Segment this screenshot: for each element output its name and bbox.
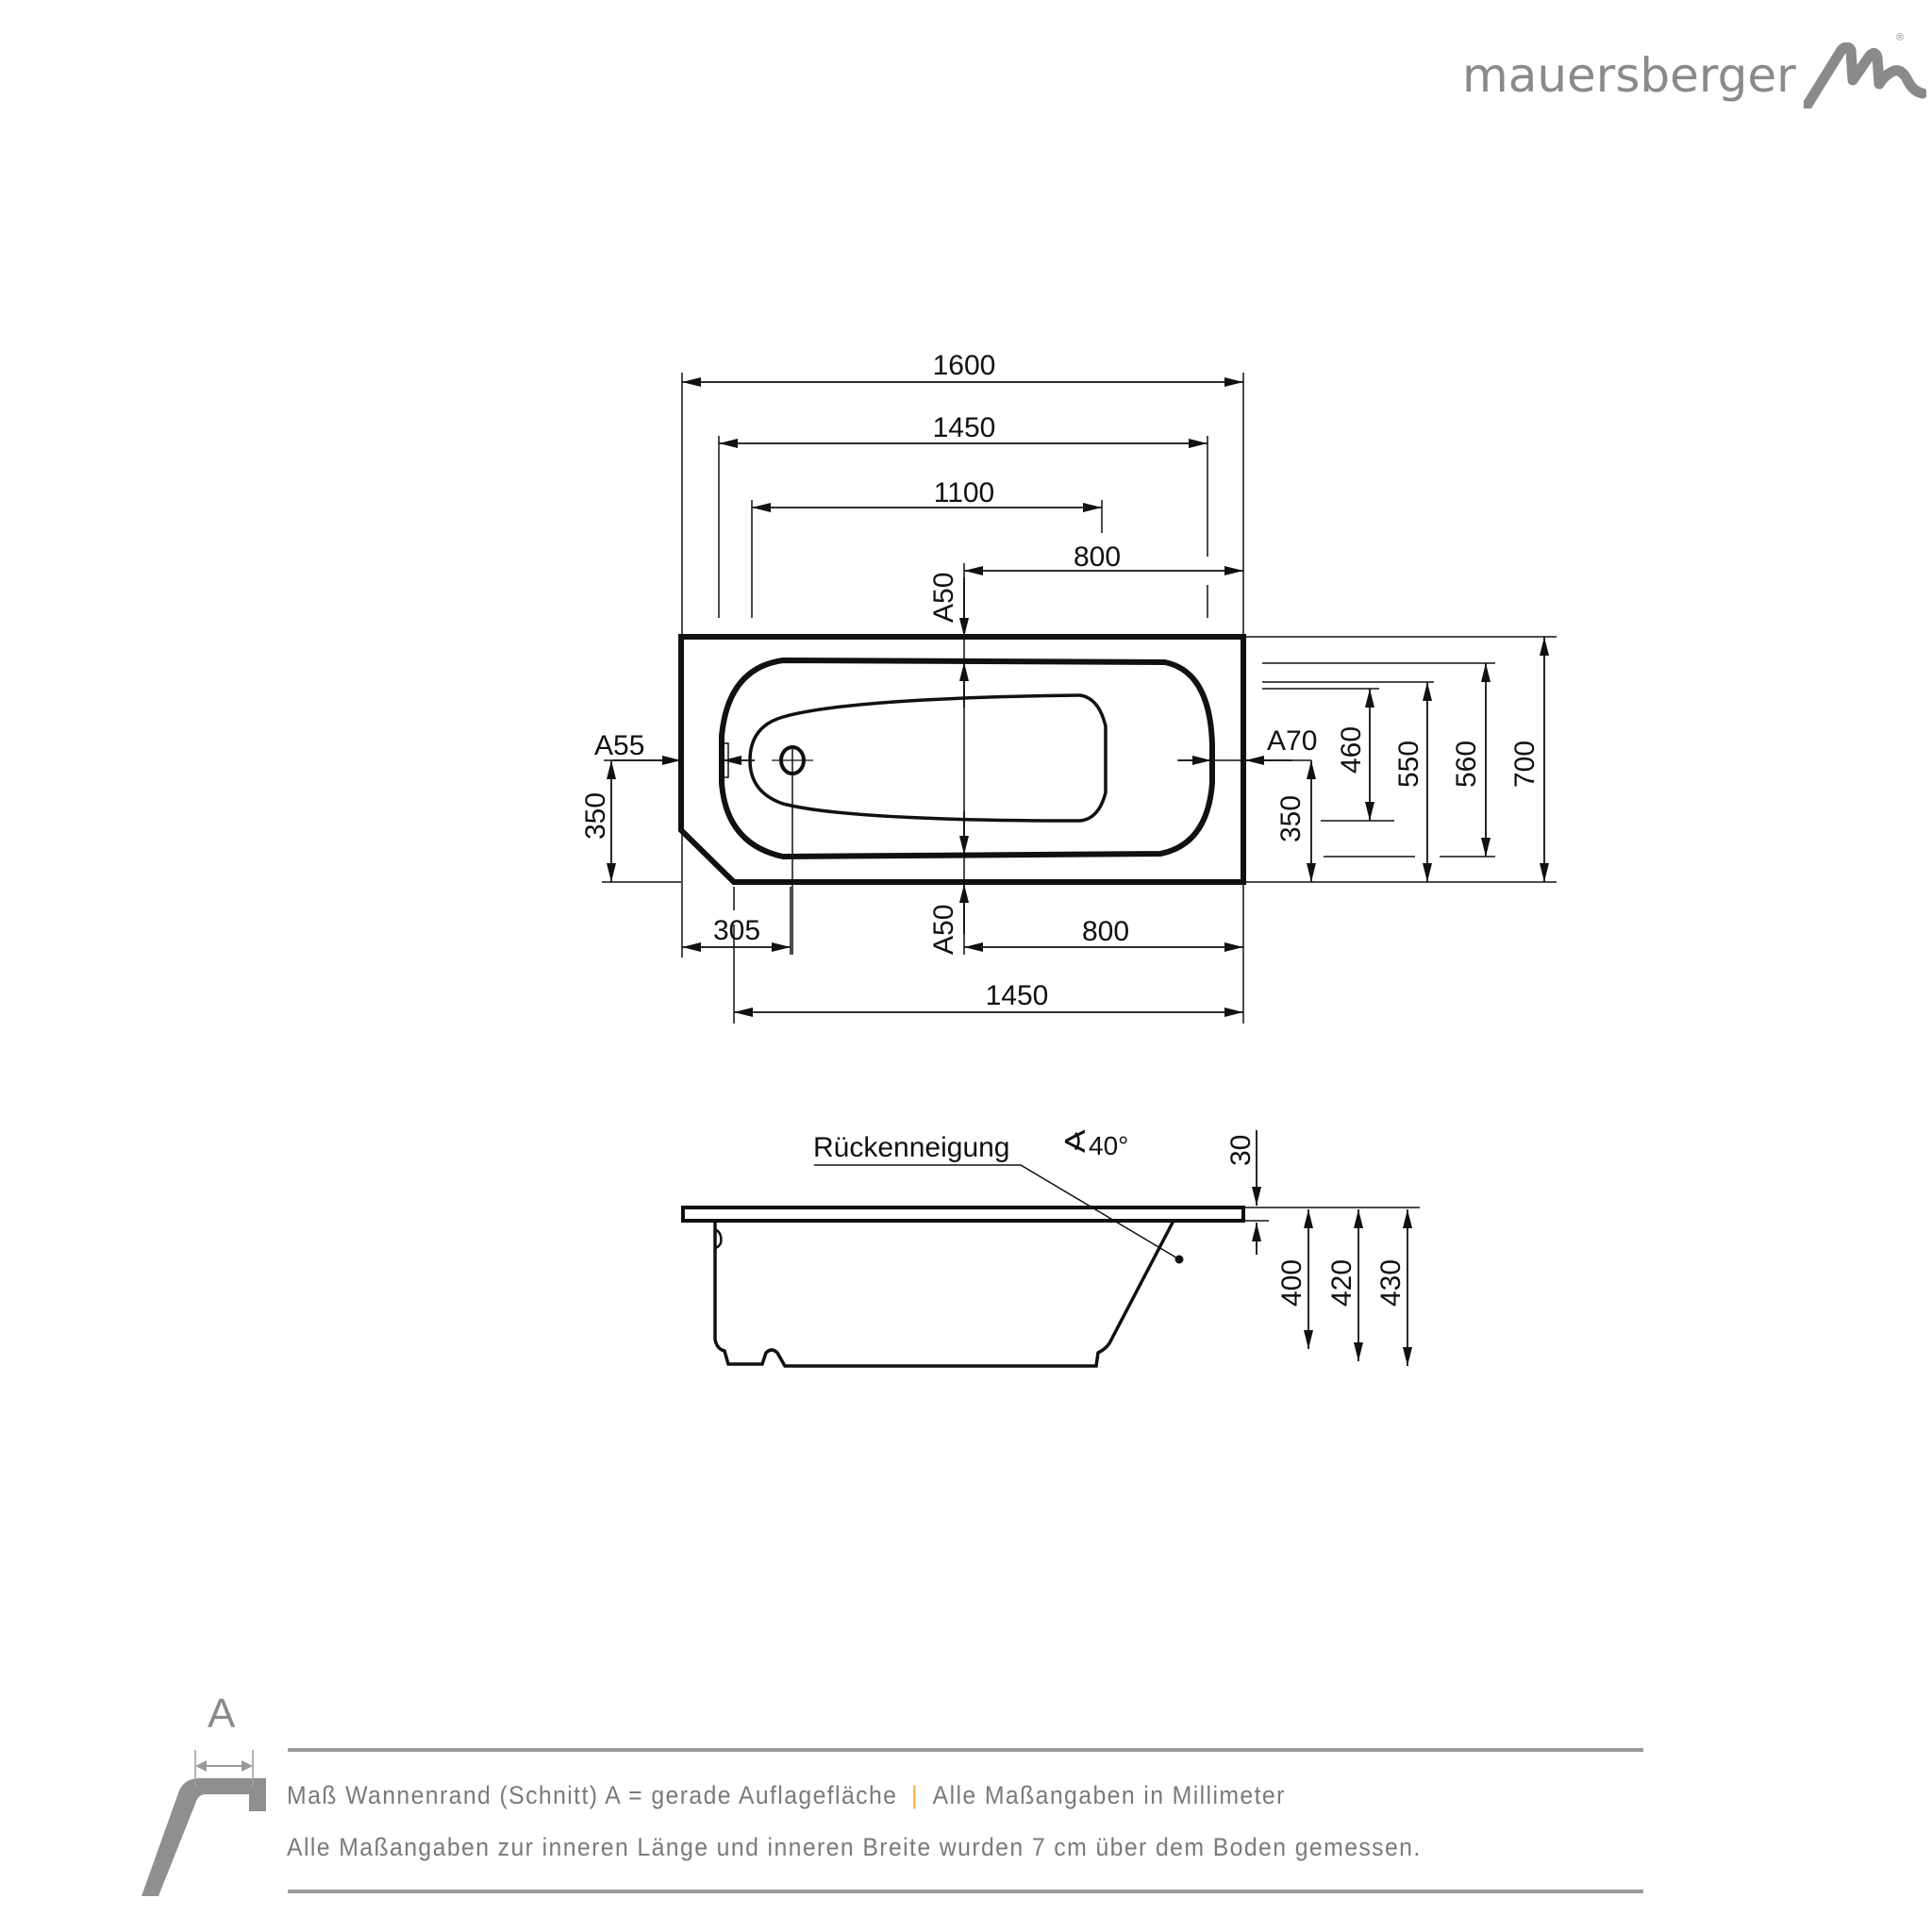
label-a70: A70 bbox=[1267, 725, 1317, 757]
tub-outline bbox=[678, 634, 1246, 885]
footer-line-1: Maß Wannenrand (Schnitt) A = gerade Aufl… bbox=[287, 1781, 1286, 1810]
label-560: 560 bbox=[1451, 741, 1482, 788]
inner-rim bbox=[719, 657, 1215, 860]
label-305: 305 bbox=[713, 915, 760, 946]
label-420: 420 bbox=[1326, 1259, 1357, 1307]
label-350-right: 350 bbox=[1275, 795, 1307, 842]
label-400: 400 bbox=[1276, 1259, 1307, 1307]
footer-rim-note: Maß Wannenrand (Schnitt) A = gerade Aufl… bbox=[287, 1781, 898, 1809]
label-1450-bottom: 1450 bbox=[986, 980, 1049, 1011]
side-view bbox=[681, 1130, 1420, 1368]
basin bbox=[748, 693, 1108, 823]
angle-icon: ∢ bbox=[1061, 1124, 1089, 1160]
registered-mark: ® bbox=[1896, 32, 1905, 43]
label-800-top: 800 bbox=[1074, 541, 1121, 573]
brand-m-icon bbox=[1803, 42, 1926, 108]
label-1450-top: 1450 bbox=[933, 412, 996, 443]
footer-units-note: Alle Maßangaben in Millimeter bbox=[932, 1781, 1286, 1809]
label-30: 30 bbox=[1225, 1135, 1257, 1166]
brand-logo: mauersberger bbox=[1462, 38, 1926, 113]
label-350-left: 350 bbox=[580, 792, 611, 840]
label-700: 700 bbox=[1509, 741, 1541, 788]
label-550: 550 bbox=[1393, 741, 1424, 788]
rim-profile-icon bbox=[142, 1750, 266, 1896]
footer-line-2: Alle Maßangaben zur inneren Länge und in… bbox=[287, 1833, 1422, 1861]
brand-name: mauersberger bbox=[1462, 48, 1796, 103]
label-430: 430 bbox=[1375, 1259, 1407, 1307]
label-a55: A55 bbox=[594, 730, 644, 761]
footer-divider-top bbox=[288, 1748, 1643, 1752]
footer-divider-bottom bbox=[288, 1890, 1643, 1893]
top-view bbox=[602, 373, 1557, 1024]
side-body bbox=[713, 1220, 1175, 1368]
label-rueckenneigung: Rückenneigung bbox=[813, 1132, 1010, 1163]
label-angle: 40° bbox=[1089, 1131, 1128, 1160]
side-rim bbox=[681, 1206, 1245, 1223]
label-1600: 1600 bbox=[933, 350, 996, 381]
label-460: 460 bbox=[1336, 726, 1367, 774]
footer-separator: | bbox=[911, 1781, 919, 1809]
rim-a-label: A bbox=[208, 1690, 236, 1737]
label-800-bottom: 800 bbox=[1082, 916, 1129, 947]
label-a50-bottom: A50 bbox=[928, 905, 959, 955]
label-a50-top: A50 bbox=[928, 573, 959, 623]
label-1100: 1100 bbox=[934, 477, 995, 508]
